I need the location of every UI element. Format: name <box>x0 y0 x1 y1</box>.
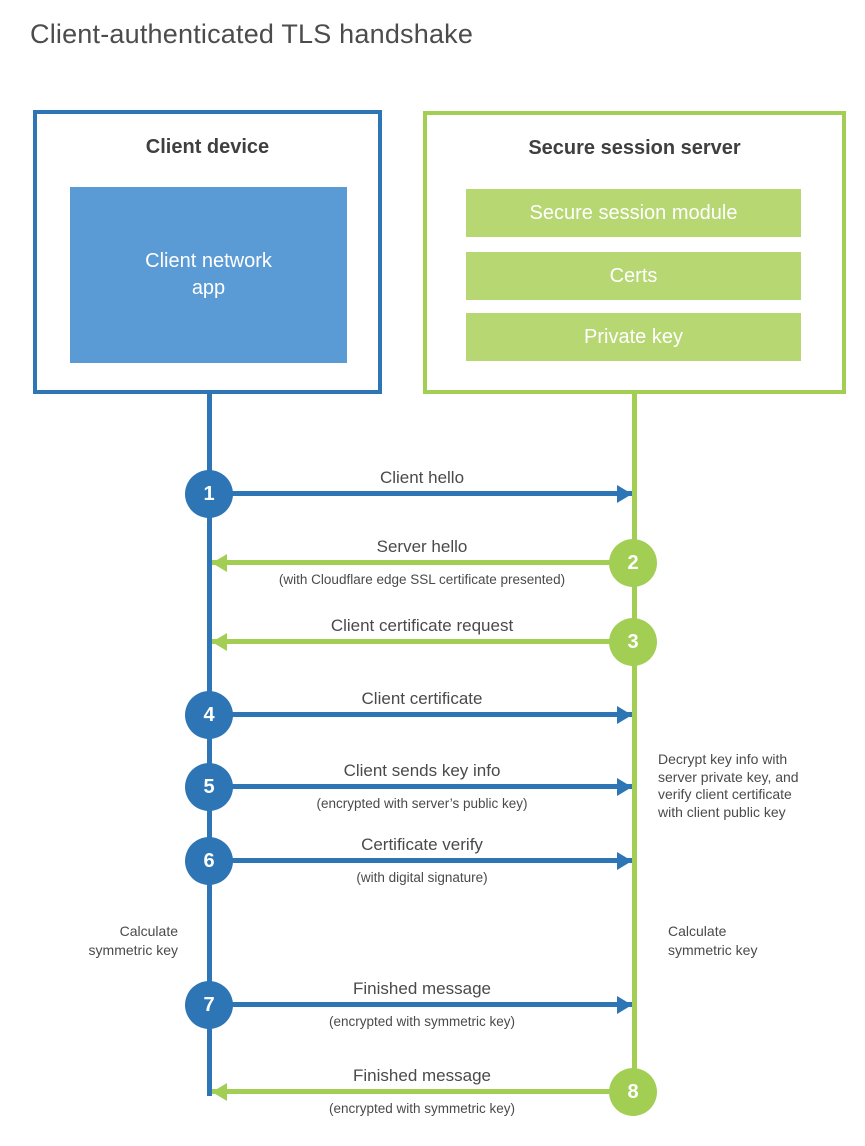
message-arrow-6 <box>212 858 632 863</box>
client-lifeline <box>207 392 212 1096</box>
client-network-app-box: Client network app <box>70 187 347 363</box>
message-label-6: Certificate verify <box>361 835 483 854</box>
note-calculate-symmetric-key-server: Calculate symmetric key <box>668 923 758 958</box>
message-sublabel-8: (encrypted with symmetric key) <box>328 1101 516 1116</box>
message-sublabel-2: (with Cloudflare edge SSL certificate pr… <box>278 572 566 587</box>
step-number-5: 5 <box>203 775 215 798</box>
message-label-8: Finished message <box>353 1066 491 1085</box>
note-calculate-symmetric-key-client: Calculate symmetric key <box>88 923 178 958</box>
arrow-right-icon <box>617 996 632 1014</box>
bar-certs: Certs <box>466 252 801 300</box>
message-arrow-8 <box>212 1089 632 1094</box>
message-arrow-7 <box>212 1002 632 1007</box>
message-sublabel-7: (encrypted with symmetric key) <box>328 1014 516 1029</box>
step-circle-8: 8 <box>609 1068 657 1116</box>
step-number-2: 2 <box>627 551 639 574</box>
message-label-2: Server hello <box>376 537 468 556</box>
step-circle-3: 3 <box>609 618 657 666</box>
arrow-left-icon <box>212 633 227 651</box>
page-title: Client-authenticated TLS handshake <box>30 19 474 49</box>
message-label-7: Finished message <box>353 979 491 998</box>
step-circle-7: 7 <box>185 981 233 1029</box>
step-circle-2: 2 <box>609 539 657 587</box>
note-decrypt-key-info: Decrypt key info with server private key… <box>658 751 799 820</box>
message-sublabel-6: (with digital signature) <box>356 870 488 885</box>
arrow-right-icon <box>617 485 632 503</box>
message-arrow-4 <box>212 712 632 717</box>
arrow-right-icon <box>617 706 632 724</box>
step-number-6: 6 <box>203 849 215 872</box>
message-arrow-1 <box>212 491 632 496</box>
message-arrow-5 <box>212 784 632 789</box>
step-circle-5: 5 <box>185 763 233 811</box>
message-label-5: Client sends key info <box>343 761 501 780</box>
bar-private-key: Private key <box>466 313 801 361</box>
arrow-right-icon <box>617 852 632 870</box>
step-number-8: 8 <box>627 1080 639 1103</box>
message-arrow-2 <box>212 560 632 565</box>
client-device-title: Client device <box>145 136 270 158</box>
step-number-1: 1 <box>203 482 215 505</box>
arrow-left-icon <box>212 1083 227 1101</box>
arrow-left-icon <box>212 554 227 572</box>
message-label-3: Client certificate request <box>330 616 514 635</box>
step-number-7: 7 <box>203 993 215 1016</box>
step-circle-4: 4 <box>185 691 233 739</box>
step-number-4: 4 <box>203 703 215 726</box>
step-number-3: 3 <box>627 630 639 653</box>
message-sublabel-5: (encrypted with server’s public key) <box>316 796 528 811</box>
message-label-4: Client certificate <box>361 689 483 708</box>
server-lifeline <box>632 392 637 1092</box>
secure-session-server-title: Secure session server <box>528 137 741 159</box>
message-arrow-3 <box>212 639 632 644</box>
message-label-1: Client hello <box>379 468 465 487</box>
client-network-app-label: Client network app <box>145 250 272 299</box>
arrow-right-icon <box>617 778 632 796</box>
step-circle-1: 1 <box>185 470 233 518</box>
bar-secure-session-module: Secure session module <box>466 189 801 237</box>
step-circle-6: 6 <box>185 837 233 885</box>
